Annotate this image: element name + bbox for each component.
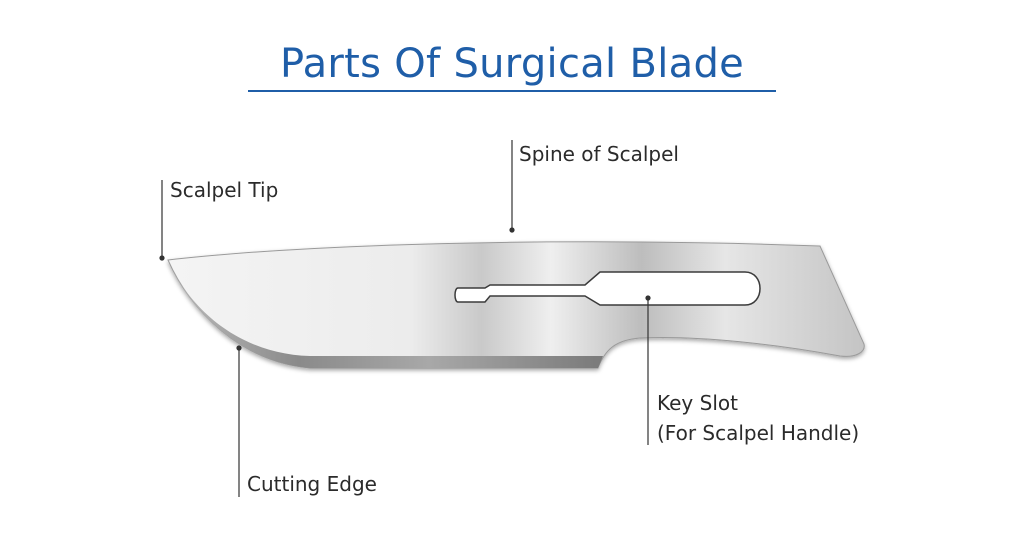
label-scalpel-tip: Scalpel Tip [170,178,279,202]
page-title: Parts Of Surgical Blade [248,40,776,92]
label-key-slot: Key Slot [657,391,738,415]
label-cutting-edge: Cutting Edge [247,472,377,496]
cutting-edge-bevel [168,260,603,368]
leader-lines [159,140,651,497]
key-slot [454,271,761,306]
label-key-slot-subtitle: (For Scalpel Handle) [657,421,860,445]
blade [167,241,865,369]
label-spine-of-scalpel: Spine of Scalpel [519,142,679,166]
blade-body [167,241,865,369]
